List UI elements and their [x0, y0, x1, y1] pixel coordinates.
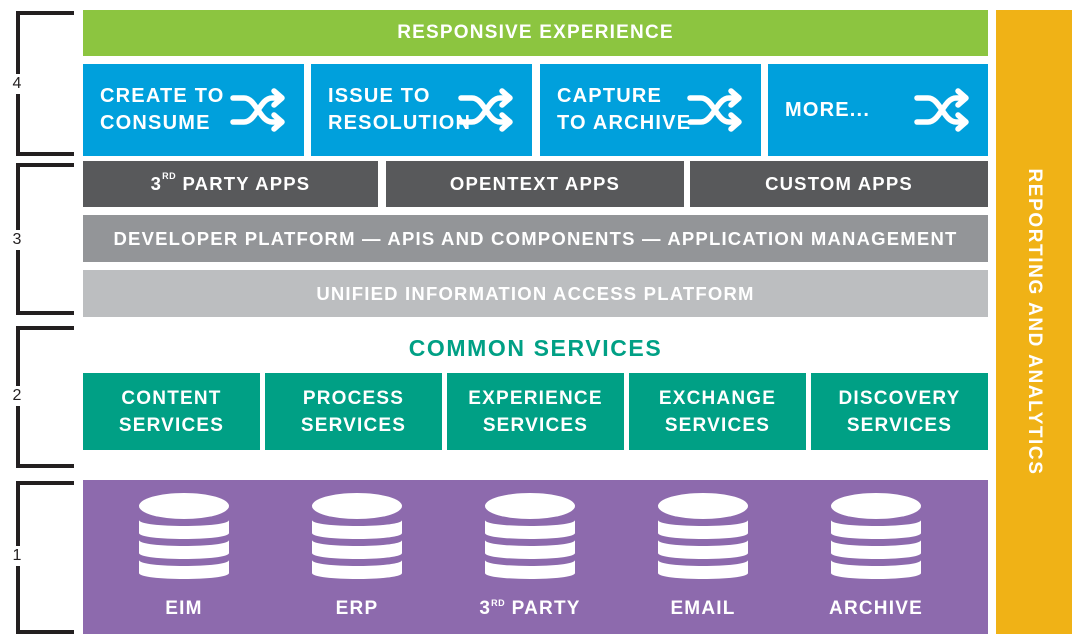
flow-capture-to-archive: CAPTURE TO ARCHIVE [540, 64, 761, 156]
layer-1-number: 1 [8, 546, 26, 566]
service-process: PROCESS SERVICES [265, 373, 442, 450]
layer-2-number: 2 [8, 386, 26, 406]
shuffle-icon [230, 86, 288, 134]
data-source-erp: ERP [297, 492, 417, 632]
data-source-email: EMAIL [643, 492, 763, 632]
service-experience: EXPERIENCE SERVICES [447, 373, 624, 450]
layer-3-number: 3 [8, 230, 26, 250]
flow-label: CAPTURE TO ARCHIVE [557, 85, 692, 134]
database-icon [485, 493, 575, 579]
service-exchange: EXCHANGE SERVICES [629, 373, 806, 450]
shuffle-icon [458, 86, 516, 134]
data-source-eim: EIM [124, 492, 244, 632]
data-source-third-party: 3RD PARTY [470, 492, 590, 632]
data-source-archive: ARCHIVE [816, 492, 936, 632]
database-icon [312, 493, 402, 579]
data-source-label: ARCHIVE [829, 598, 923, 619]
developer-platform-bar: DEVELOPER PLATFORM — APIS AND COMPONENTS… [83, 215, 988, 262]
ds-label-sup: RD [491, 598, 506, 608]
common-services-title: COMMON SERVICES [408, 335, 663, 361]
opentext-apps-bar: OPENTEXT APPS [386, 161, 684, 207]
flow-label: ISSUE TO RESOLUTION [328, 85, 472, 134]
apps-label-sup: RD [162, 171, 177, 181]
flow-issue-to-resolution: ISSUE TO RESOLUTION [311, 64, 532, 156]
service-discovery: DISCOVERY SERVICES [811, 373, 988, 450]
reporting-analytics-label: REPORTING AND ANALYTICS [1024, 168, 1045, 476]
flow-more: MORE... [768, 64, 988, 156]
database-icon [831, 493, 921, 579]
shuffle-icon [914, 86, 972, 134]
flow-create-to-consume: CREATE TO CONSUME [83, 64, 304, 156]
shuffle-icon [687, 86, 745, 134]
data-source-label: ERP [335, 598, 379, 619]
ds-label-post: PARTY [505, 598, 581, 619]
data-source-label: EMAIL [670, 598, 736, 619]
ds-label-pre: 3 [479, 598, 492, 619]
layer-4-number: 4 [8, 74, 26, 94]
apps-label-post: PARTY APPS [176, 173, 311, 194]
data-source-label: EIM [165, 598, 203, 619]
flow-label: MORE... [785, 98, 871, 121]
apps-label-pre: 3 [150, 173, 163, 194]
service-content: CONTENT SERVICES [83, 373, 260, 450]
unified-information-access-bar: UNIFIED INFORMATION ACCESS PLATFORM [83, 270, 988, 317]
data-source-label: 3RD PARTY [470, 598, 590, 620]
responsive-experience-bar: RESPONSIVE EXPERIENCE [83, 10, 988, 56]
reporting-analytics-sidebar: REPORTING AND ANALYTICS [996, 10, 1072, 634]
flow-label: CREATE TO CONSUME [100, 85, 225, 134]
database-icon [139, 493, 229, 579]
database-icon [658, 493, 748, 579]
custom-apps-bar: CUSTOM APPS [690, 161, 988, 207]
